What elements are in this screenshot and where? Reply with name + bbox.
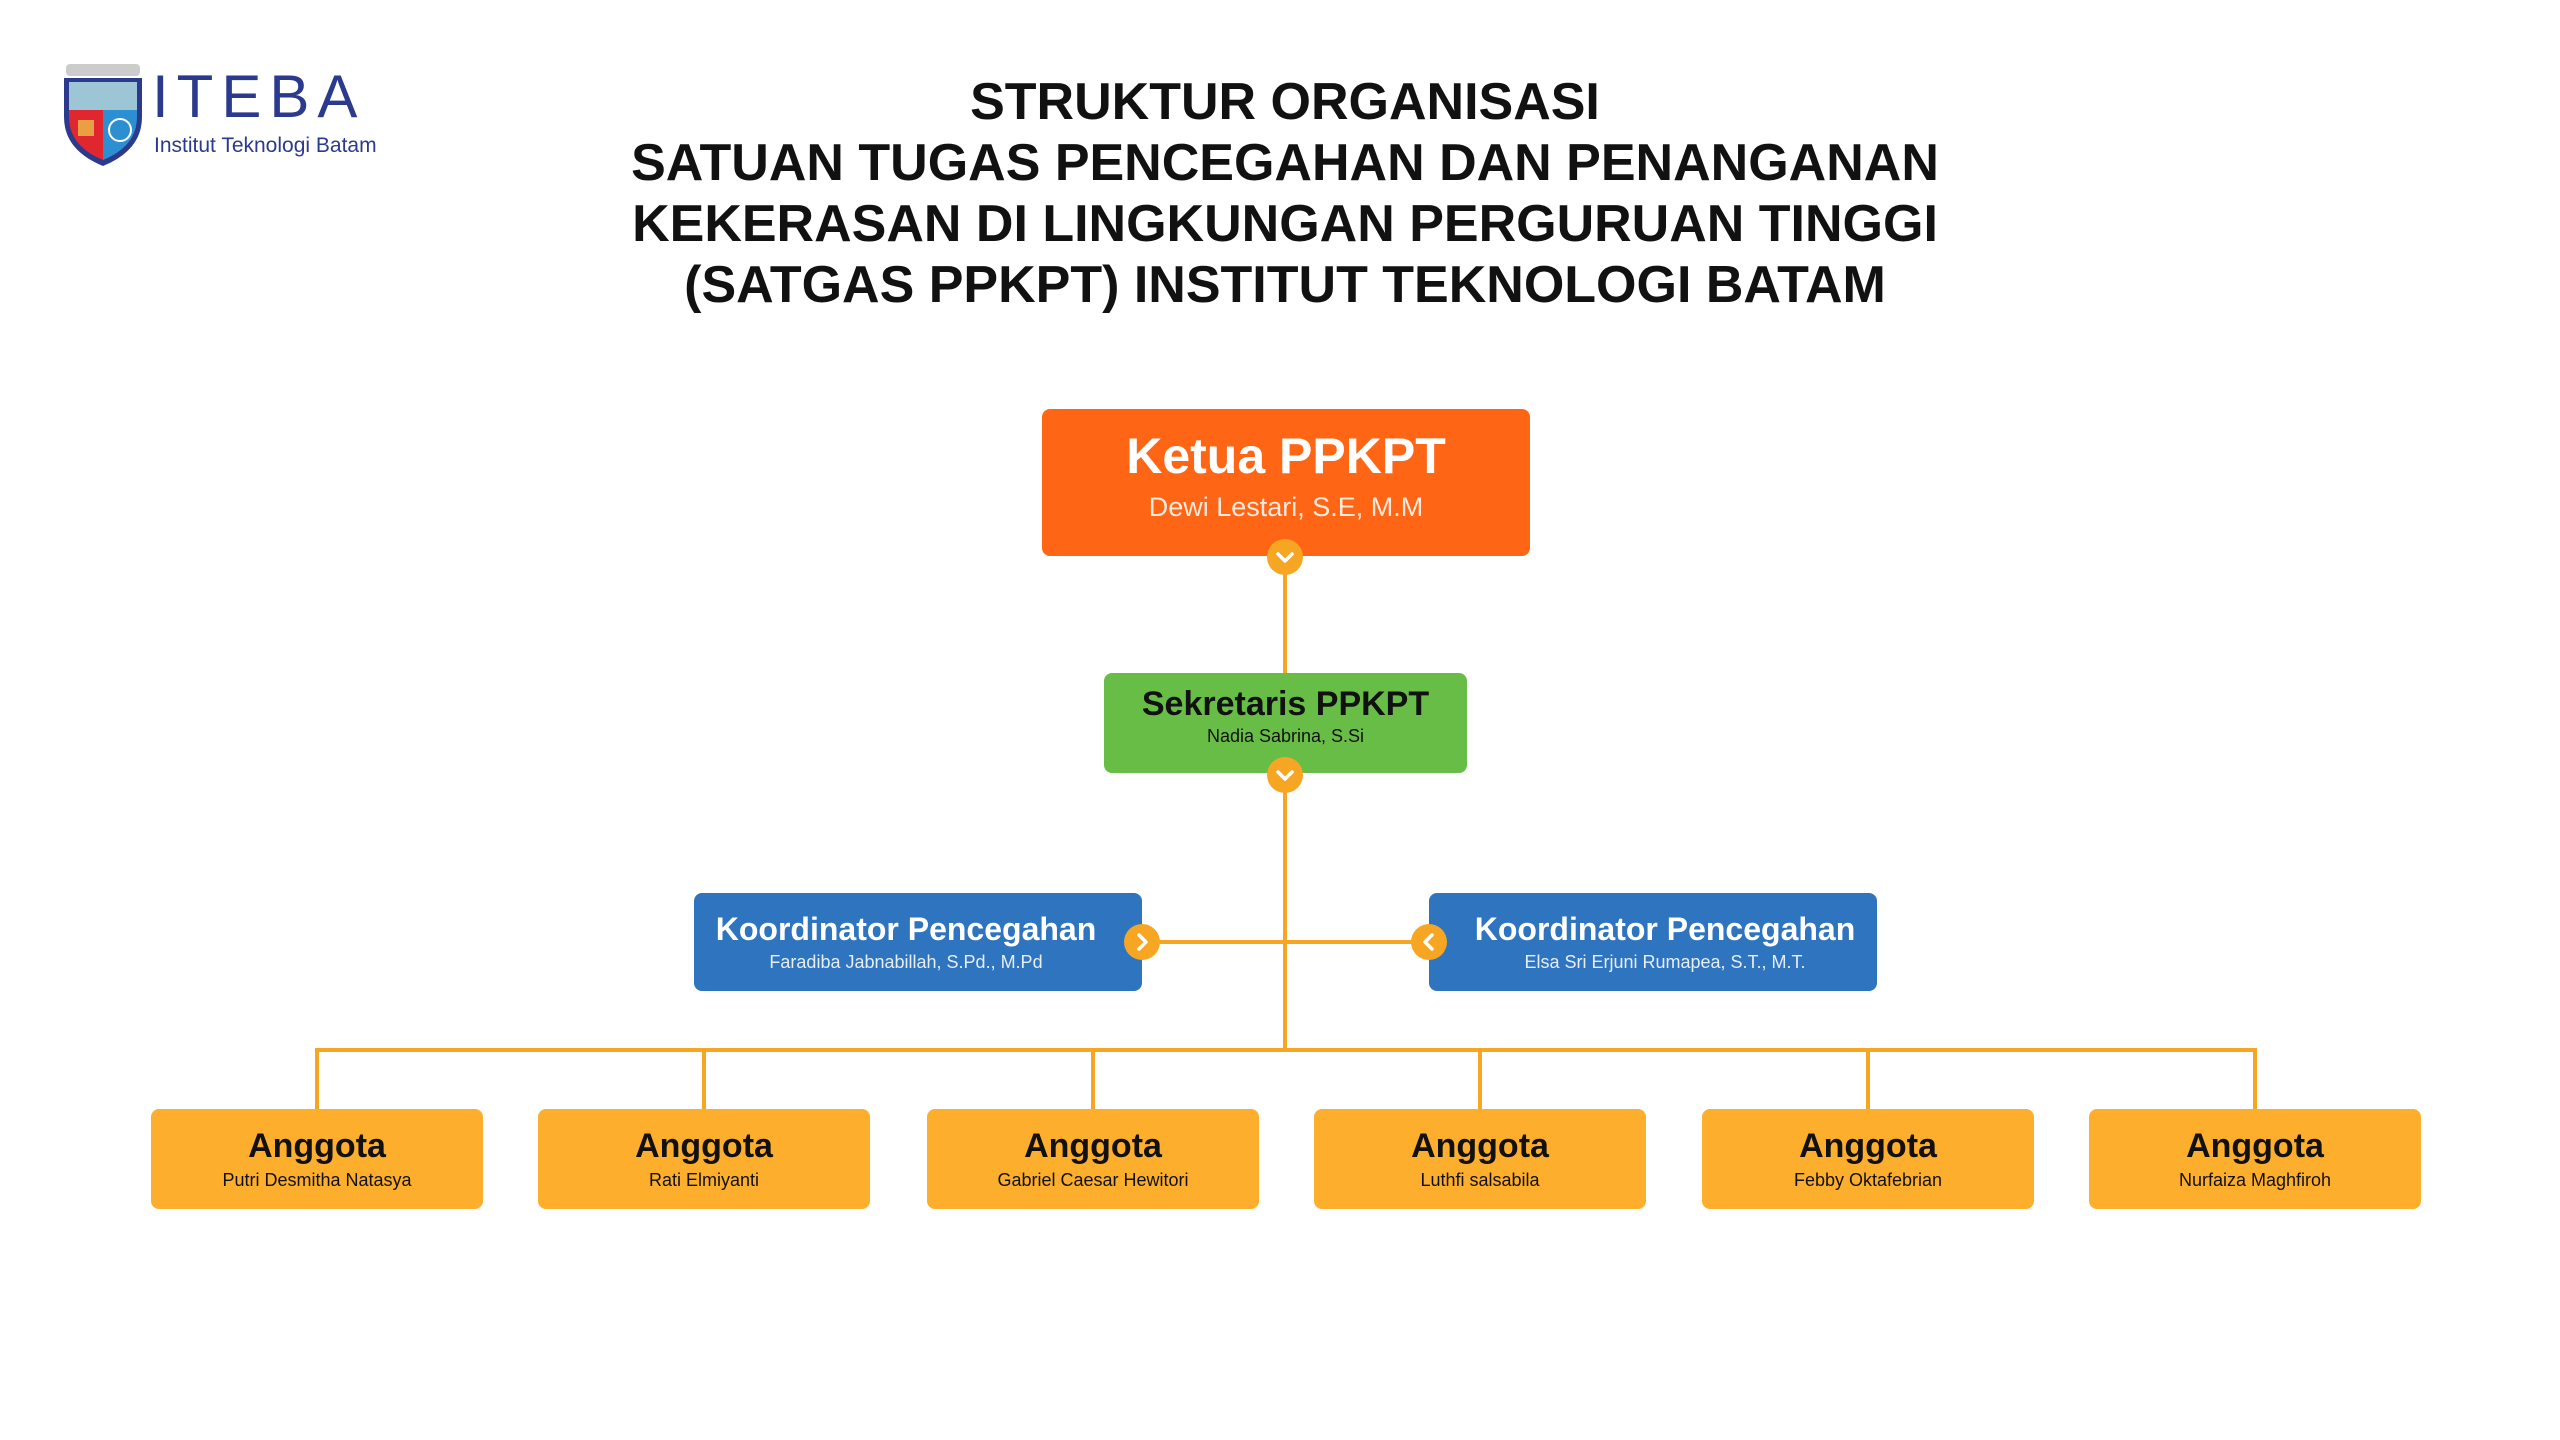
iteba-crest-icon (64, 64, 142, 166)
node-role: Anggota (1411, 1127, 1549, 1166)
logo-wordmark: ITEBA (152, 63, 366, 130)
node-anggota: Anggota Nurfaiza Maghfiroh (2089, 1109, 2421, 1209)
node-name: Gabriel Caesar Hewitori (997, 1170, 1189, 1191)
connector-anggota (315, 1048, 319, 1109)
connector-anggota (2253, 1048, 2257, 1109)
node-role: Anggota (1024, 1127, 1162, 1166)
node-role: Anggota (1799, 1127, 1937, 1166)
node-name: Putri Desmitha Natasya (222, 1170, 412, 1191)
title-line: SATUAN TUGAS PENCEGAHAN DAN PENANGANAN (631, 134, 1939, 192)
title-line: KEKERASAN DI LINGKUNGAN PERGURUAN TINGGI (632, 195, 1938, 253)
connector-ketua-sekretaris (1283, 556, 1287, 673)
node-anggota: Anggota Luthfi salsabila (1314, 1109, 1646, 1209)
node-anggota: Anggota Putri Desmitha Natasya (151, 1109, 483, 1209)
node-name: Febby Oktafebrian (1793, 1170, 1943, 1191)
node-name: Elsa Sri Erjuni Rumapea, S.T., M.T. (1524, 952, 1806, 973)
page-title: STRUKTUR ORGANISASI SATUAN TUGAS PENCEGA… (480, 72, 2090, 316)
node-sekretaris: Sekretaris PPKPT Nadia Sabrina, S.Si (1104, 673, 1467, 773)
node-koordinator-left: Koordinator Pencegahan Faradiba Jabnabil… (694, 893, 1142, 991)
chevron-down-icon[interactable] (1267, 757, 1303, 793)
node-ketua: Ketua PPKPT Dewi Lestari, S.E, M.M (1042, 409, 1530, 556)
chevron-right-icon[interactable] (1124, 924, 1160, 960)
node-name: Rati Elmiyanti (648, 1170, 760, 1191)
node-role: Koordinator Pencegahan (1474, 911, 1856, 948)
node-name: Dewi Lestari, S.E, M.M (1148, 491, 1424, 522)
logo (60, 62, 146, 168)
connector-anggota (1866, 1048, 1870, 1109)
node-name: Luthfi salsabila (1420, 1170, 1540, 1191)
title-line: STRUKTUR ORGANISASI (970, 73, 1600, 131)
connector-anggota (1091, 1048, 1095, 1109)
node-anggota: Anggota Gabriel Caesar Hewitori (927, 1109, 1259, 1209)
node-name: Nadia Sabrina, S.Si (1206, 726, 1365, 747)
node-koordinator-right: Koordinator Pencegahan Elsa Sri Erjuni R… (1429, 893, 1877, 991)
connector-anggota (702, 1048, 706, 1109)
node-role: Koordinator Pencegahan (715, 911, 1097, 948)
connector-anggota-bus (315, 1048, 2257, 1052)
title-line: (SATGAS PPKPT) INSTITUT TEKNOLOGI BATAM (684, 256, 1886, 314)
connector-anggota (1478, 1048, 1482, 1109)
logo-subtitle: Institut Teknologi Batam (154, 134, 377, 157)
node-role: Anggota (2186, 1127, 2324, 1166)
connector-sekretaris-down (1283, 773, 1287, 1052)
node-name: Faradiba Jabnabillah, S.Pd., M.Pd (769, 952, 1043, 973)
node-anggota: Anggota Rati Elmiyanti (538, 1109, 870, 1209)
node-role: Ketua PPKPT (1126, 428, 1446, 485)
connector-koordinator (1142, 940, 1429, 944)
chevron-down-icon[interactable] (1267, 539, 1303, 575)
node-name: Nurfaiza Maghfiroh (2178, 1170, 2332, 1191)
node-role: Anggota (248, 1127, 386, 1166)
node-anggota: Anggota Febby Oktafebrian (1702, 1109, 2034, 1209)
chevron-left-icon[interactable] (1411, 924, 1447, 960)
node-role: Sekretaris PPKPT (1141, 685, 1430, 724)
node-role: Anggota (635, 1127, 773, 1166)
